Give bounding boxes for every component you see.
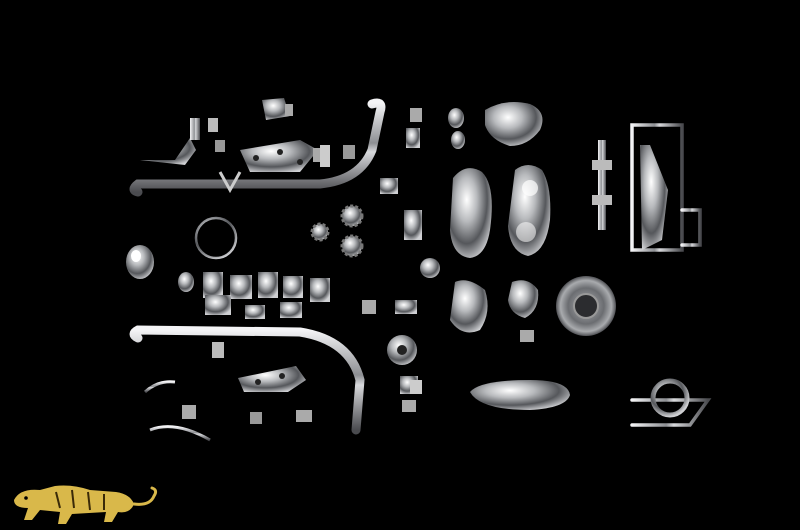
center-small-parts [362,108,440,412]
exhaust-pipe-lower [129,325,365,435]
left-sprue-frame [100,60,434,470]
right-large-parts [410,102,690,418]
left-small-parts [126,98,364,442]
exhaust-pipe-upper [129,98,386,197]
tiger-logo-icon [14,485,158,524]
